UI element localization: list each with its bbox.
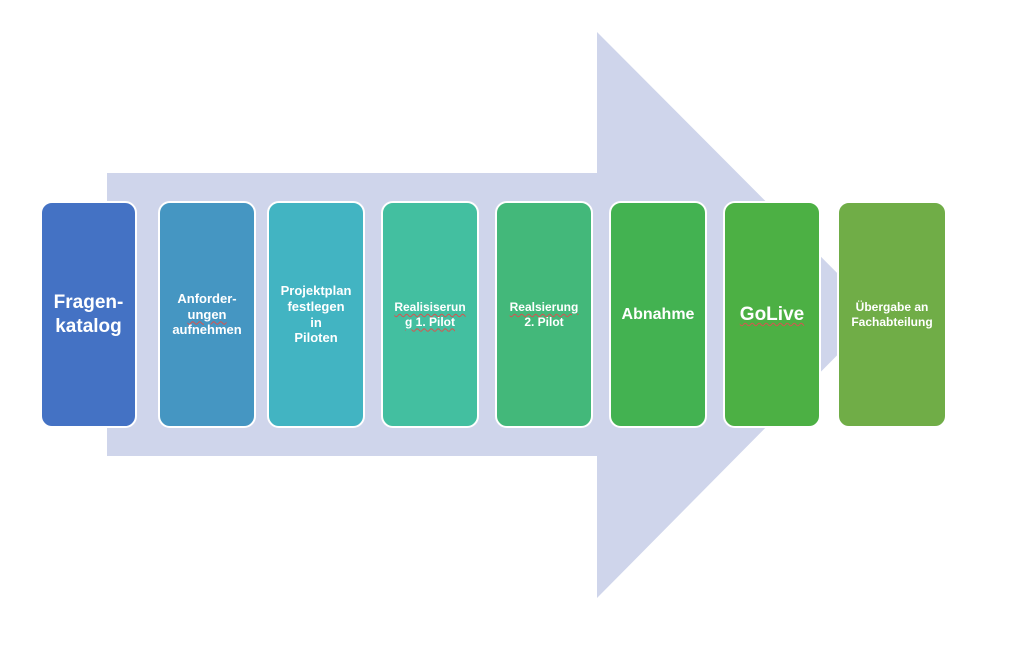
stage-label-line: Anforder- — [177, 290, 237, 306]
stage-anforderungen: Anforder- ungen aufnehmen — [158, 201, 256, 428]
stage-label-line: festlegen in — [287, 298, 345, 330]
stage-label-line: 2. Pilot — [524, 314, 564, 329]
stage-label: Projektplan festlegen in Piloten — [269, 283, 364, 346]
stage-label: Abnahme — [610, 305, 707, 325]
stage-label: Anforder- ungen aufnehmen — [160, 291, 253, 339]
stage-label: Realsierung 2. Pilot — [498, 300, 591, 329]
stage-label-line: katalog — [55, 315, 122, 337]
stage-label-line: g 1. Pilot — [404, 314, 455, 329]
stage-abnahme: Abnahme — [609, 201, 707, 428]
stage-label-line: Realsierung — [509, 299, 579, 314]
stage-label-line: GoLive — [739, 303, 805, 325]
stage-golive: GoLive — [723, 201, 821, 428]
stage-label-line: Fachabteilung — [851, 314, 933, 329]
stage-label-line: aufnehmen — [172, 322, 242, 338]
stage-realisierung-1-pilot: Realisiserun g 1. Pilot — [381, 201, 479, 428]
stage-label-line: Fragen- — [53, 292, 124, 314]
arrow-shape — [107, 32, 878, 598]
stage-label-line: Übergabe an — [855, 299, 929, 314]
stage-label-line: Abnahme — [621, 305, 695, 323]
stage-realisierung-2-pilot: Realsierung 2. Pilot — [495, 201, 593, 428]
stage-label: Fragen- katalog — [42, 291, 136, 337]
stage-label-line: Projektplan — [280, 282, 352, 298]
stage-label-line: Realisiserun — [394, 299, 466, 314]
stage-fragenkatalog: Fragen- katalog — [40, 201, 137, 428]
stage-label: GoLive — [728, 303, 816, 326]
stage-label: Übergabe an Fachabteilung — [839, 300, 944, 329]
stage-label: Realisiserun g 1. Pilot — [382, 300, 477, 329]
stage-uebergabe-fachabteilung: Übergabe an Fachabteilung — [837, 201, 947, 428]
stage-label-line: Piloten — [294, 330, 338, 346]
stage-projektplan: Projektplan festlegen in Piloten — [267, 201, 365, 428]
stage-label-line: ungen — [187, 306, 227, 322]
